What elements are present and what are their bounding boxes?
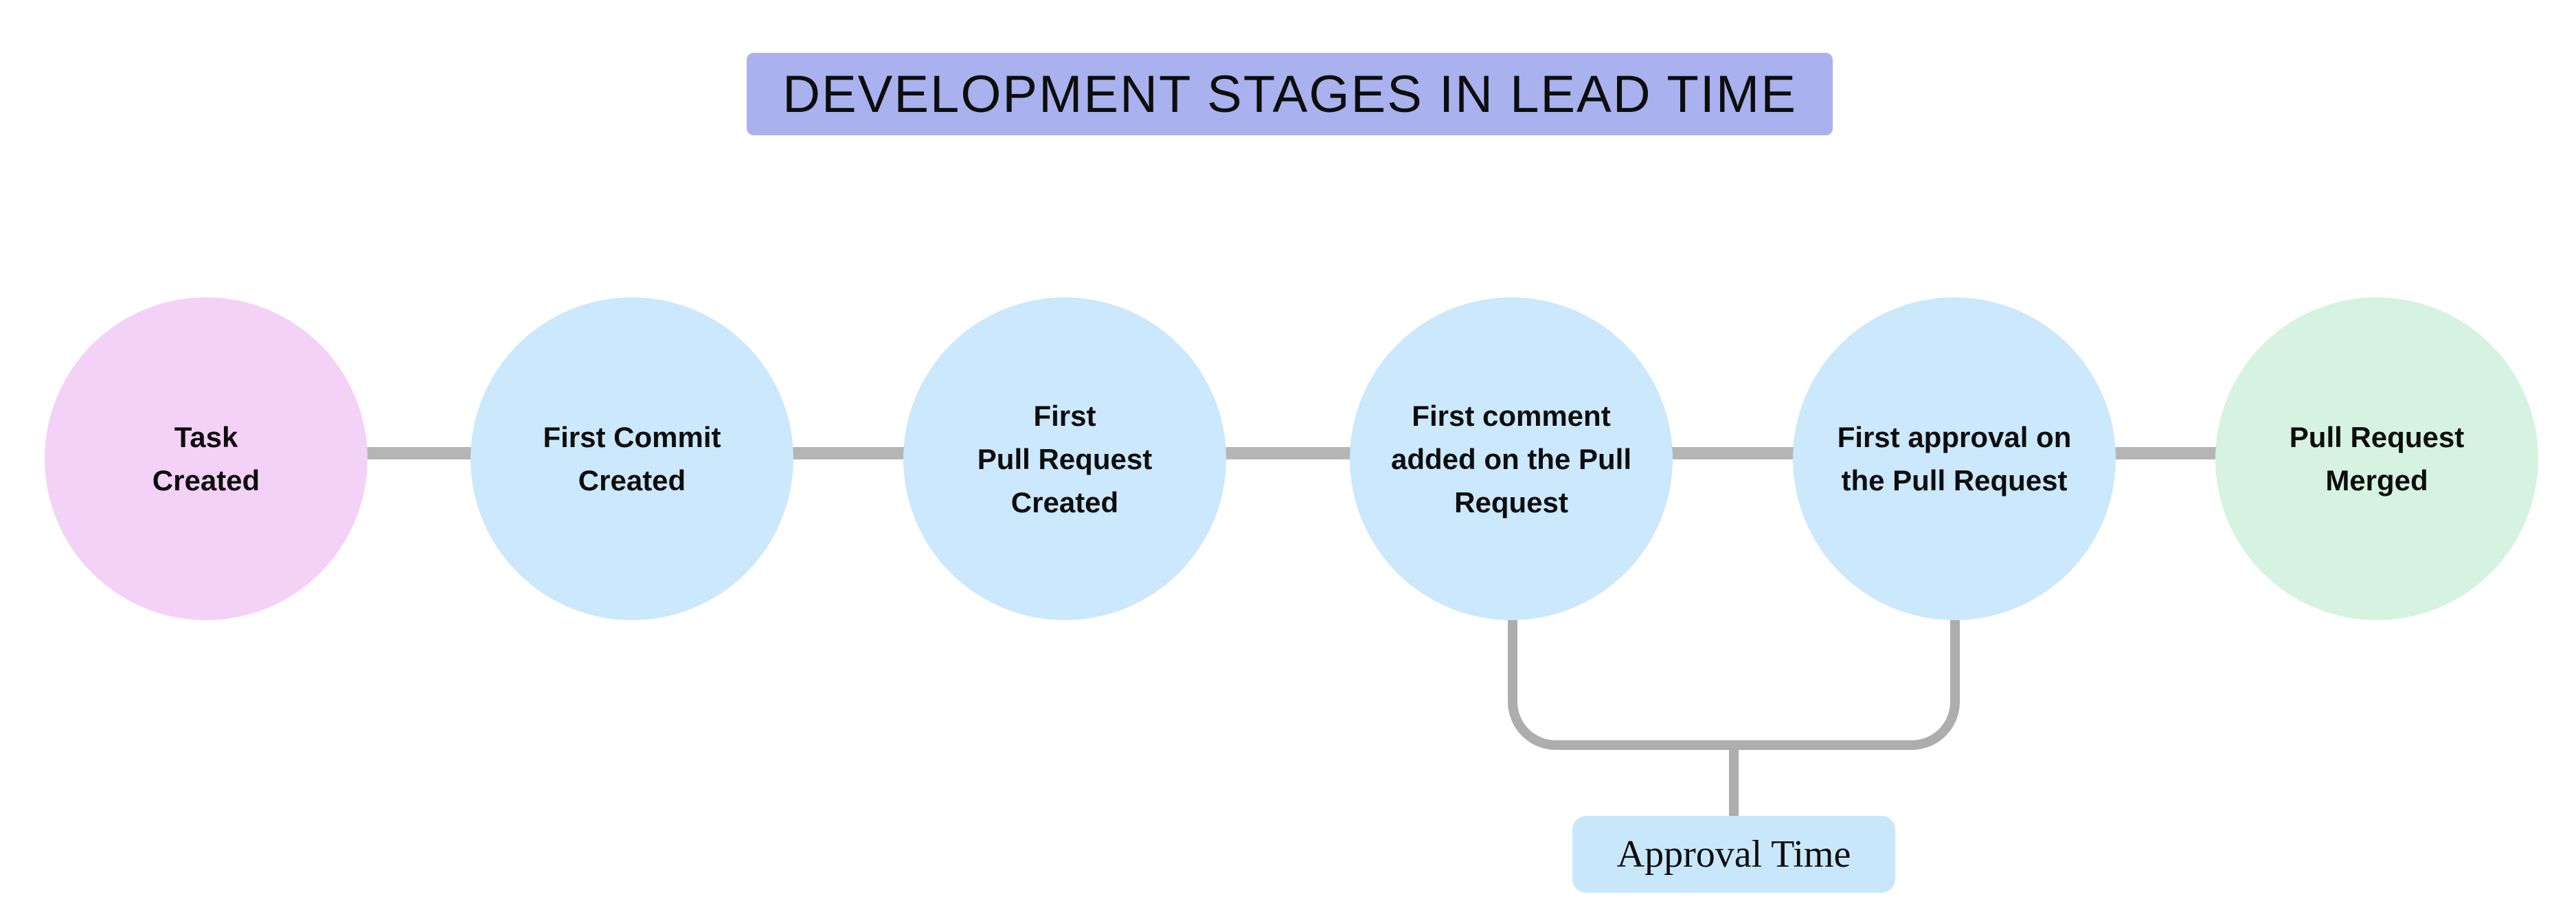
stage-label-line: Created: [578, 464, 686, 497]
stage-label-line: added on the Pull: [1390, 442, 1631, 475]
stage-circle-first-pull-request-created: First Pull Request Created: [903, 297, 1226, 620]
stage-label-line: the Pull Request: [1841, 464, 2068, 497]
stage-circle-first-commit-created: First Commit Created: [471, 297, 793, 620]
approval-time-label: Approval Time: [1572, 816, 1895, 893]
stage-label-line: Merged: [2325, 464, 2428, 497]
stage-label-line: Pull Request: [977, 442, 1153, 475]
stage-circle-task-created: Task Created: [45, 297, 368, 620]
approval-time-bracket: [1508, 620, 1960, 750]
stage-circle-first-approval: First approval on the Pull Request: [1793, 297, 2116, 620]
stage-label-line: First comment: [1412, 399, 1611, 432]
stage-label-line: Task: [174, 421, 238, 453]
stage-circle-first-comment-added: First comment added on the Pull Request: [1350, 297, 1673, 620]
page-title: DEVELOPMENT STAGES IN LEAD TIME: [747, 53, 1833, 135]
stage-label-line: First: [1033, 399, 1096, 432]
stage-label-line: Pull Request: [2289, 421, 2465, 453]
stage-circle-pull-request-merged: Pull Request Merged: [2215, 297, 2538, 620]
stage-label-line: Request: [1454, 486, 1568, 519]
stage-label-line: First approval on: [1837, 421, 2072, 453]
approval-time-bracket-stem: [1729, 745, 1739, 816]
stage-label-line: Created: [152, 464, 260, 497]
stage-label-line: First Commit: [543, 421, 721, 453]
stage-label-line: Created: [1010, 486, 1119, 519]
